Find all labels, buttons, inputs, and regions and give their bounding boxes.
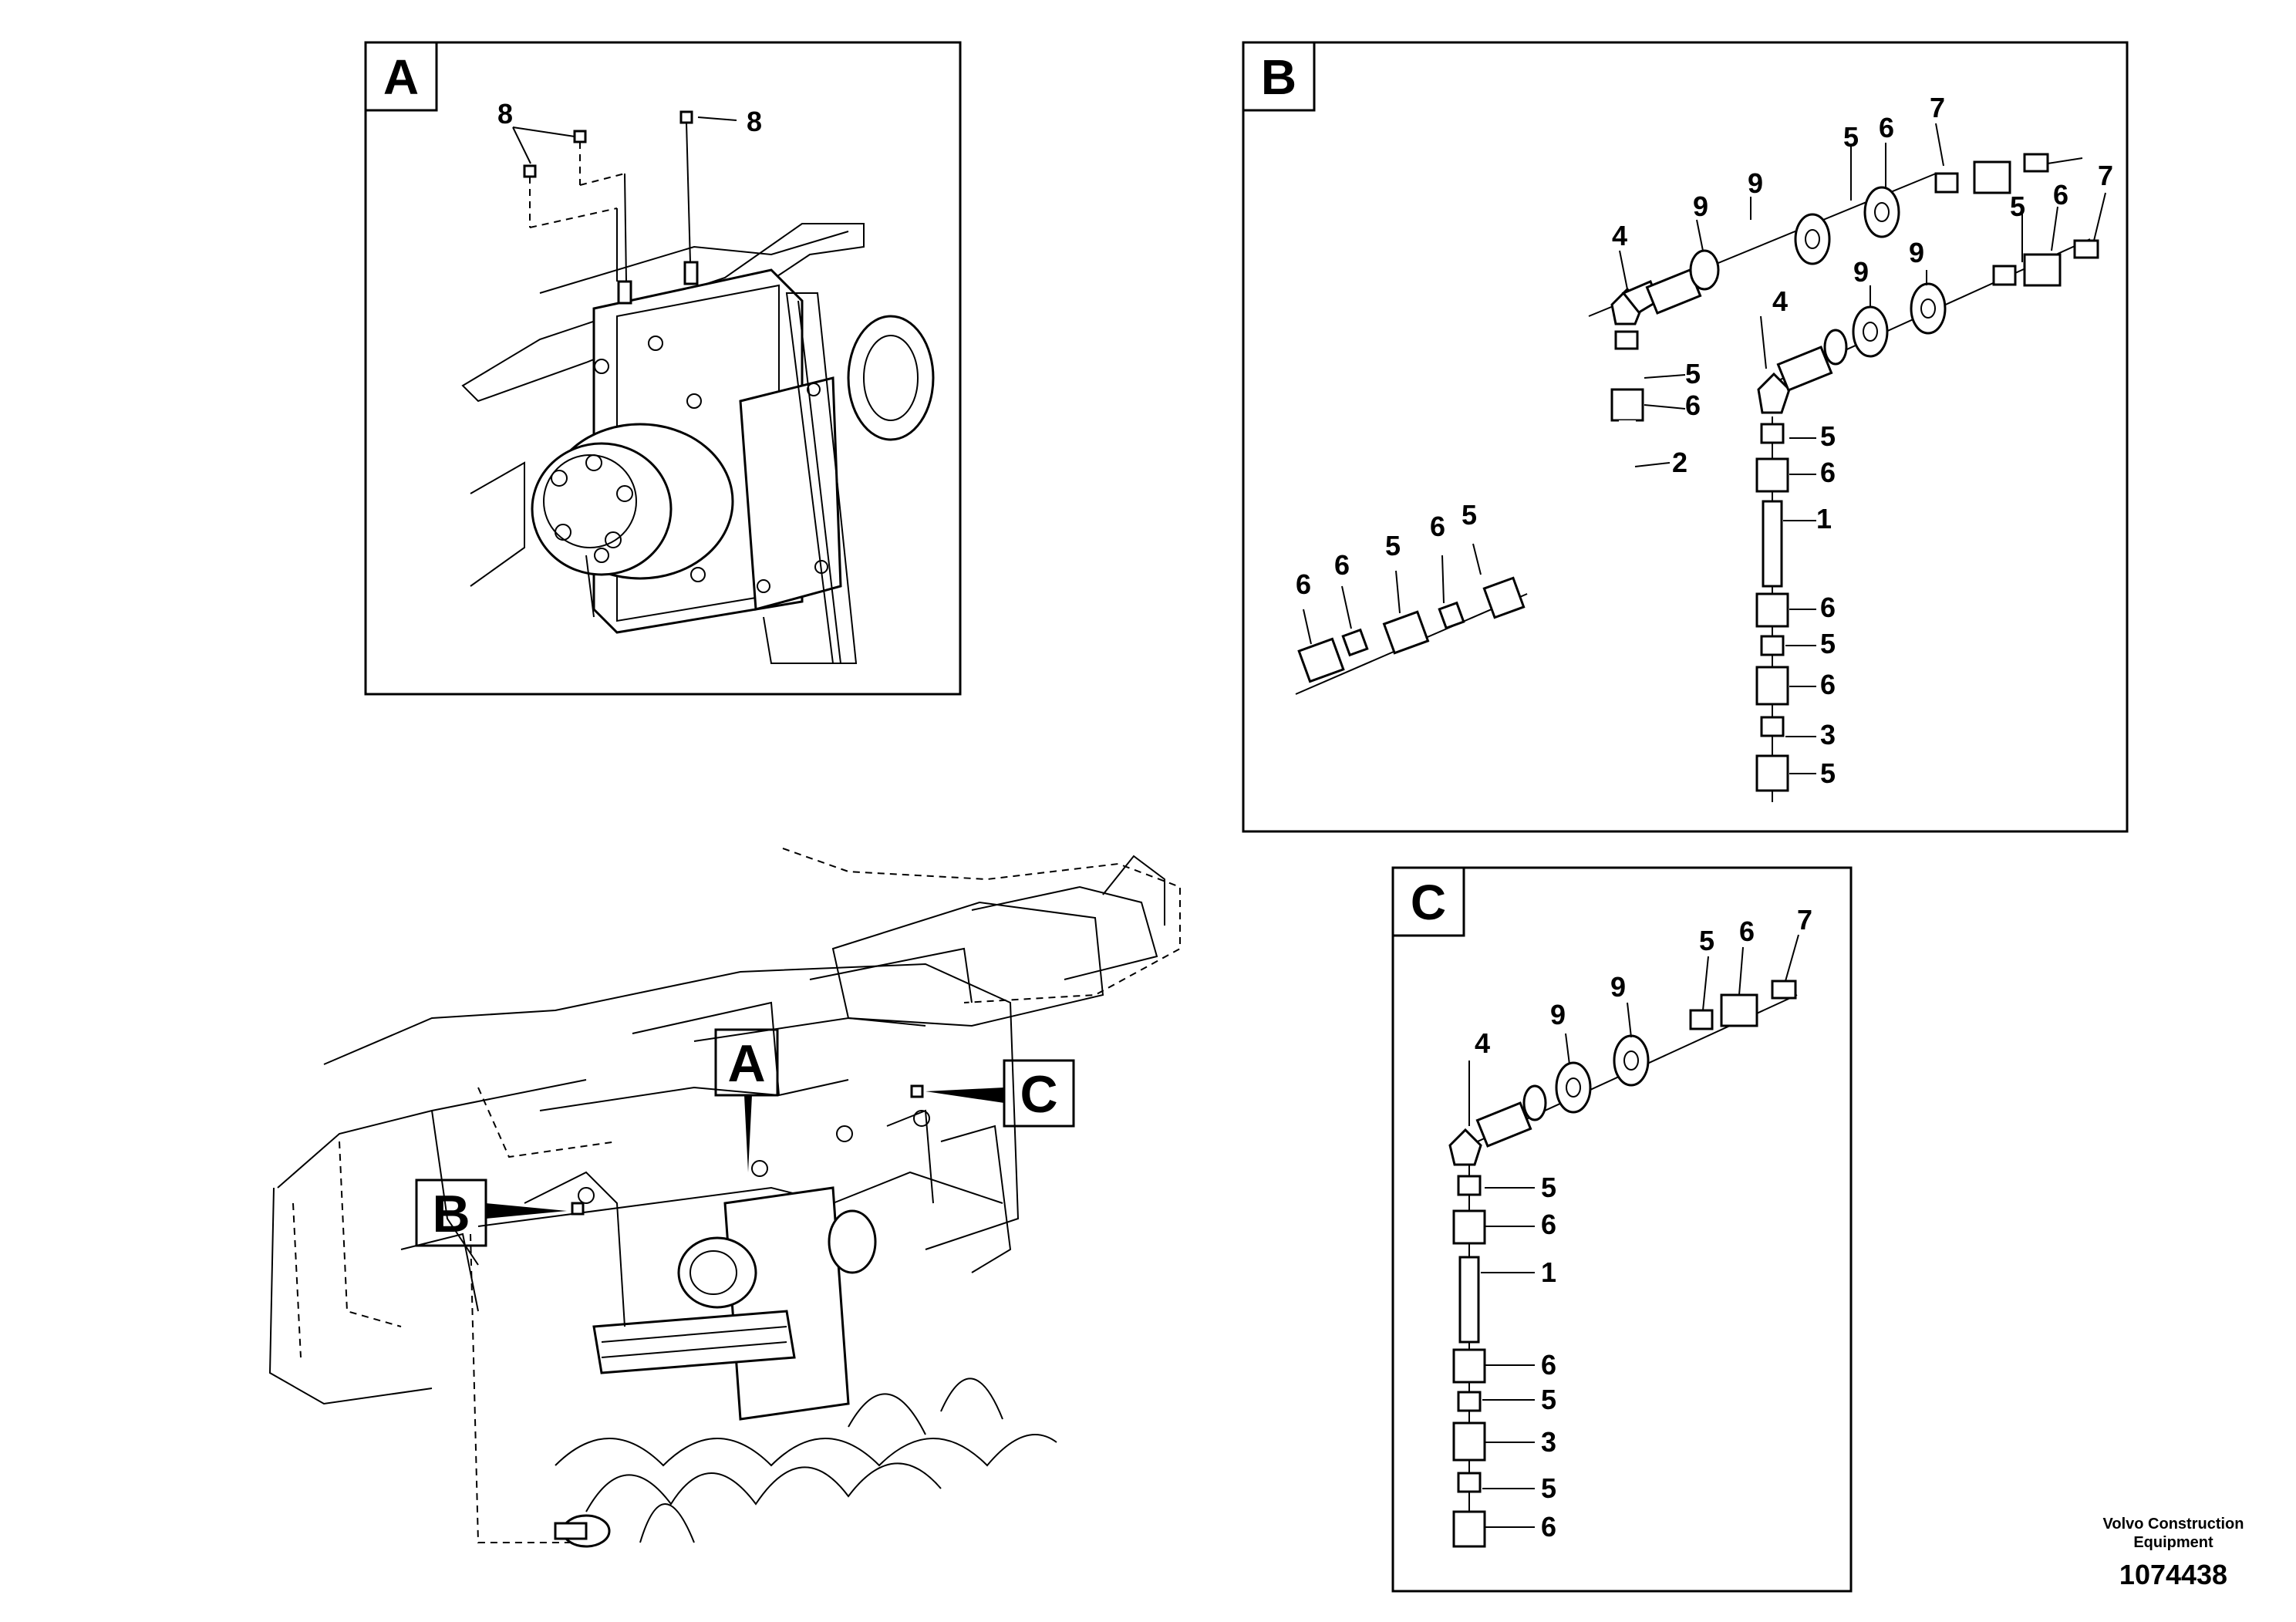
panel-c-label-8: 6 <box>1541 1209 1556 1240</box>
callout-b-letter: B <box>432 1185 470 1243</box>
right-motor <box>847 315 935 441</box>
callout-a-letter: A <box>727 1034 765 1093</box>
panel-c-frame <box>1391 866 1853 1593</box>
panel-c-label-7: 5 <box>1541 1172 1556 1203</box>
footer: Volvo Construction Equipment 1074438 <box>2103 1516 2244 1590</box>
panel-c-letter: C <box>1411 875 1446 930</box>
panel-b-label-18: 1 <box>1816 503 1832 534</box>
panel-b-elbow-upper <box>1610 153 2083 422</box>
panel-b-label-16: 5 <box>1820 420 1836 452</box>
callout-b: B <box>415 1179 585 1247</box>
panel-c-label-3: 5 <box>1699 925 1714 956</box>
panel-c-elbow <box>1448 980 1797 1166</box>
panel-c-label-11: 5 <box>1541 1384 1556 1415</box>
panel-b-label-22: 3 <box>1820 719 1836 750</box>
panel-c-label-5: 9 <box>1610 971 1626 1003</box>
panel-b-label-12: 4 <box>1772 285 1788 317</box>
panel-a: A <box>364 41 962 696</box>
panel-b-label-1: 7 <box>1930 92 1945 123</box>
callout-a-pointer <box>744 1095 752 1172</box>
brand-line-2: Equipment <box>2133 1534 2213 1551</box>
callout-c-pointer <box>925 1088 1004 1103</box>
panel-b-label-6: 4 <box>1612 220 1627 251</box>
panel-b-label-25: 5 <box>1462 499 1477 531</box>
brand-line-1: Volvo Construction <box>2103 1516 2244 1533</box>
cover-plate <box>739 376 842 611</box>
panel-b-label-27: 6 <box>1334 549 1350 581</box>
panel-b-elbow-lower <box>1757 239 2099 414</box>
panel-b-label-4: 9 <box>1693 191 1708 222</box>
panel-b-label-19: 6 <box>1820 592 1836 623</box>
overview-chain <box>592 1310 796 1374</box>
panel-c-letter-box <box>1391 866 1465 937</box>
panel-b-label-20: 5 <box>1820 628 1836 659</box>
overview-gearbox <box>723 1186 850 1421</box>
panel-b-letter: B <box>1261 49 1296 105</box>
panel-b-right-chain <box>1755 416 1789 802</box>
panel-b-label-24: 6 <box>1430 511 1445 542</box>
callout-a: A <box>714 1028 779 1172</box>
panel-a-motor-drawing <box>461 223 935 664</box>
panel-b-label-7: 7 <box>2098 160 2113 191</box>
panel-c-label-14: 6 <box>1541 1511 1556 1543</box>
machine-overview: A B C <box>268 848 1181 1548</box>
panel-c-label-13: 5 <box>1541 1472 1556 1504</box>
callout-c-letter: C <box>1020 1065 1057 1124</box>
panel-b-label-21: 6 <box>1820 669 1836 700</box>
panel-a-label-2: 8 <box>747 106 762 137</box>
panel-b-label-10: 9 <box>1909 237 1924 268</box>
panel-b-frame <box>1242 41 2129 833</box>
panel-c: C <box>1391 866 1853 1593</box>
panel-b-label-14: 6 <box>1685 389 1701 421</box>
panel-b-label-8: 6 <box>2053 179 2068 211</box>
panel-c-label-10: 6 <box>1541 1349 1556 1381</box>
callout-c: C <box>910 1059 1075 1128</box>
panel-b-label-5: 9 <box>1748 167 1763 199</box>
panel-b-label-11: 9 <box>1853 256 1869 288</box>
panel-b-label-9: 5 <box>2010 191 2025 222</box>
panel-b-label-13: 5 <box>1685 358 1701 389</box>
panel-a-letter: A <box>383 49 419 105</box>
panel-b-letter-box <box>1242 41 1316 112</box>
panel-b-label-2: 6 <box>1879 112 1894 143</box>
panel-c-vertical-chain <box>1452 1175 1486 1548</box>
panel-b-label-23: 5 <box>1820 757 1836 789</box>
panel-c-label-4: 9 <box>1550 999 1566 1030</box>
panel-c-label-9: 1 <box>1541 1256 1556 1288</box>
overview-augers <box>554 1378 1057 1548</box>
drawing-number: 1074438 <box>2119 1559 2227 1590</box>
panel-b-label-28: 5 <box>1385 530 1401 561</box>
panel-b-label-26: 6 <box>1296 568 1311 600</box>
panel-b-label-17: 6 <box>1820 457 1836 488</box>
panel-b: B <box>1242 41 2129 833</box>
panel-c-label-12: 3 <box>1541 1426 1556 1458</box>
panel-c-label-2: 6 <box>1739 916 1755 947</box>
panel-c-label-1: 7 <box>1797 904 1812 936</box>
panel-b-label-3: 5 <box>1843 121 1859 153</box>
panel-c-label-6: 4 <box>1475 1027 1490 1059</box>
panel-a-label-1: 8 <box>497 98 513 130</box>
overview-motor <box>677 1236 757 1309</box>
panel-b-label-15: 2 <box>1672 447 1687 478</box>
panel-a-screws <box>512 110 737 282</box>
panel-a-frame <box>364 41 962 696</box>
panel-b-leaders <box>1303 123 2106 774</box>
panel-b-left-chain <box>1295 576 1528 695</box>
callout-b-pointer <box>486 1203 567 1219</box>
panel-c-leaders <box>1468 934 1799 1528</box>
panel-a-letter-box <box>364 41 438 112</box>
